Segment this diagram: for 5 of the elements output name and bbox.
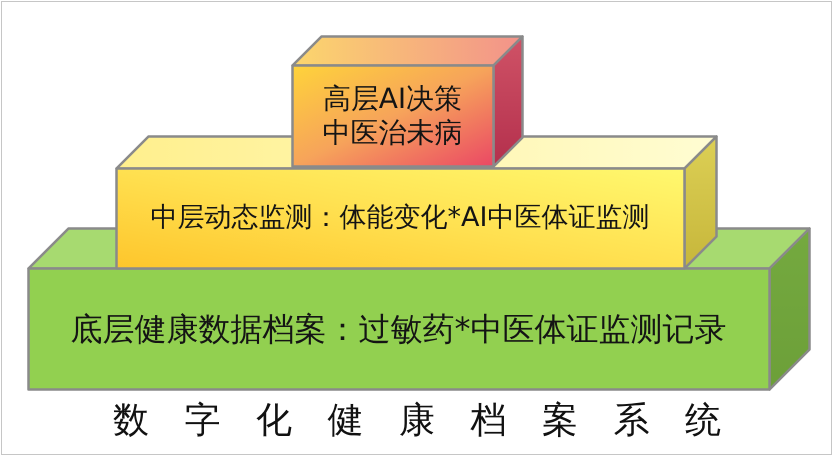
layer-label: 高层AI决策 (322, 82, 462, 116)
layer-label: 底层健康数据档案：过敏药*中医体证监测记录 (70, 308, 726, 348)
layer-label: 中医治未病 (322, 116, 462, 150)
layer-label: 中层动态监测：体能变化*AI中医体证监测 (150, 201, 650, 235)
diagram-caption: 数 字 化 健 康 档 案 系 统 (112, 399, 733, 443)
